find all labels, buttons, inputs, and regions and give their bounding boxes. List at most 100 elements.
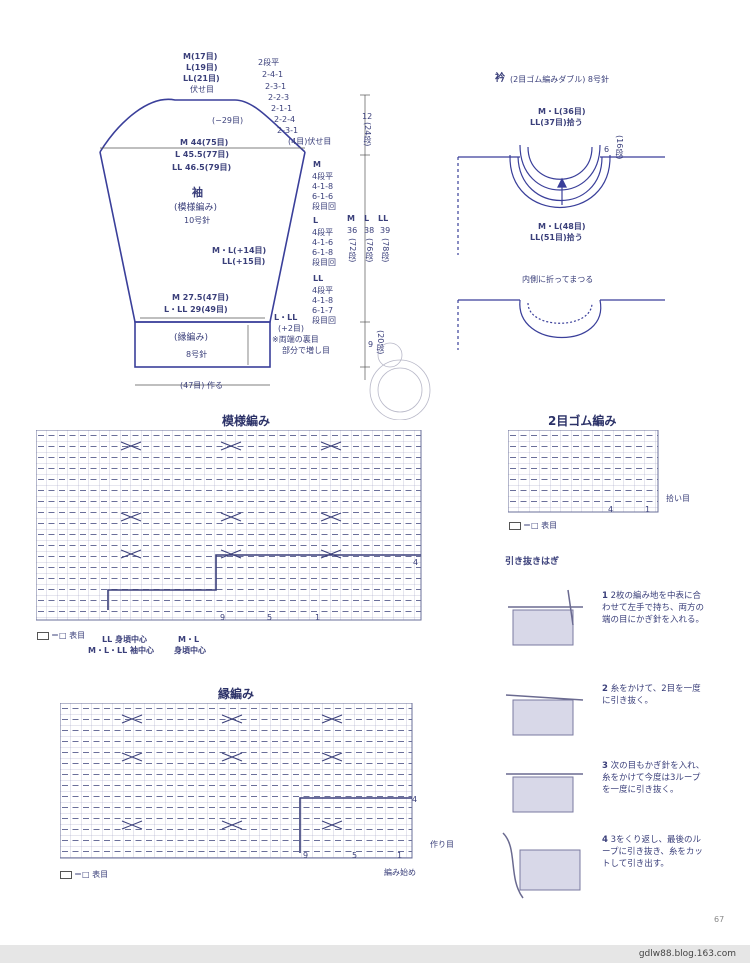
edge-num-1: 1: [397, 851, 403, 860]
edge-start: 編み始め: [384, 868, 416, 877]
hagi-step3-illustration: [506, 773, 583, 813]
pattern-num-5: 5: [267, 613, 273, 622]
cuff-needle: 8号針: [186, 350, 208, 359]
rib-num-4: 4: [608, 505, 614, 514]
collar-top-ll: LL(37目)拾う: [530, 118, 583, 127]
m-step: 4段平: [312, 172, 334, 181]
dec-step: 2-4-1: [262, 70, 284, 79]
collar-height: 6: [604, 145, 610, 154]
edge-legend: ＝□ 表目: [60, 870, 108, 880]
note-plus: (+2目): [278, 324, 305, 333]
inc-ll: LL(+15目): [222, 257, 266, 266]
cuff-label: (縁編み): [174, 333, 209, 343]
rib-chart-title: 2目ゴム編み: [548, 414, 617, 428]
dec-step: 2段平: [258, 58, 280, 67]
hagi-step1-illustration: [508, 589, 583, 646]
edge-num-9: 9: [303, 851, 309, 860]
len-head-m: M: [347, 214, 355, 223]
legend-square-icon: [60, 870, 72, 879]
ll-step: 4段平: [312, 286, 334, 295]
sleeve-title: 袖: [192, 186, 203, 199]
cuff-height-rows: (20段): [376, 330, 385, 355]
pattern-center-ml-a: M・L: [178, 635, 200, 644]
footer-bar: gdlw88.blog.163.com: [0, 945, 750, 963]
cap-height: 12: [362, 112, 373, 121]
hagi-step-1: 1 2枚の編み地を中表に合わせて左手で持ち、両方の端の目にかぎ針を入れる。: [602, 591, 705, 625]
cap-count: (−29目): [212, 116, 244, 125]
sleeve-top-ll: LL(21目): [183, 74, 220, 83]
yarn-ball-decoration: [369, 342, 431, 420]
dec-step: 2-3-1: [277, 126, 299, 135]
hagi-step2-illustration: [505, 694, 584, 736]
collar-height-rows: (16段): [615, 135, 624, 160]
m-step: 4-1-8: [312, 182, 334, 191]
edge-num-5: 5: [352, 851, 358, 860]
sleeve-top-l: L(19目): [186, 63, 218, 72]
ll-step: 4-1-8: [312, 296, 334, 305]
m-label: M: [313, 160, 321, 169]
width-m: M 44(75目): [180, 138, 229, 147]
sleeve-pattern: (模様編み): [174, 203, 218, 213]
sleeve-needle: 10号針: [184, 216, 211, 225]
hagi-step-2: 2 糸をかけて、2目を一度に引き抜く。: [602, 684, 701, 706]
len-head-l: L: [364, 214, 370, 223]
pattern-num-9: 9: [220, 613, 226, 622]
m-step: 6-1-6: [312, 192, 334, 201]
len-rows-ll: (78段): [381, 238, 390, 263]
sleeve-top-m: M(17目): [183, 52, 218, 61]
legend-square-icon: [509, 521, 521, 530]
ll-step: 6-1-7: [312, 306, 334, 315]
collar-top-ml: M・L(36目): [538, 107, 586, 116]
dec-step: 2-2-4: [274, 115, 296, 124]
cuff-outline: [134, 321, 271, 368]
l-label: L: [313, 216, 319, 225]
pattern-num-1: 1: [315, 613, 321, 622]
pattern-legend: ＝□ 表目: [37, 631, 85, 641]
note-ends: ※両端の裏目: [272, 335, 319, 344]
page-number: 67: [714, 915, 725, 924]
rib-legend: ＝□ 表目: [509, 521, 557, 531]
l-step: 段目回: [312, 258, 336, 267]
width-ll: LL 46.5(79目): [172, 163, 232, 172]
dec-step: 2-2-3: [268, 93, 290, 102]
hagi-step-3: 3 次の目もかぎ針を入れ、糸をかけて今度は3ループを一度に引き抜く。: [602, 761, 705, 795]
edge-chart: [60, 703, 413, 859]
pattern-num-4: 4: [413, 558, 419, 567]
ll-label: LL: [313, 274, 324, 283]
cast-on-label: (47目) 作る: [180, 381, 223, 390]
cuff-m: M 27.5(47目): [172, 293, 229, 302]
l-step: 4段平: [312, 228, 334, 237]
hagi-step-4: 4 3をくり返し、最後のループに引き抜き、糸をカットして引き出す。: [602, 835, 703, 869]
dec-step: 2-1-1: [271, 104, 293, 113]
len-val-ll: 39: [380, 226, 391, 235]
sleeve-cap-outline: [99, 98, 306, 153]
len-val-m: 36: [347, 226, 358, 235]
l-step: 6-1-8: [312, 248, 334, 257]
note-lll: L・LL: [274, 313, 298, 322]
sleeve-bindoff: 伏せ目: [190, 85, 214, 94]
watermark: gdlw88.blog.163.com: [638, 949, 736, 959]
rib-chart: [508, 430, 659, 513]
len-rows-l: (76段): [365, 238, 374, 263]
edge-num-4: 4: [412, 795, 418, 804]
cuff-height: 9: [368, 340, 374, 349]
collar-bot-ml: M・L(48目): [538, 222, 586, 231]
width-l: L 45.5(77目): [175, 150, 230, 159]
len-rows-m: (72段): [348, 238, 357, 263]
pattern-center-all: M・L・LL 袖中心: [88, 646, 155, 655]
sleeve-diagram: [99, 94, 431, 420]
len-head-ll: LL: [378, 214, 389, 223]
ll-step: 段目回: [312, 316, 336, 325]
edge-chart-title: 縁編み: [218, 687, 255, 701]
edge-cast: 作り目: [430, 840, 454, 849]
len-val-l: 38: [364, 226, 375, 235]
legend-square-icon: [37, 631, 49, 640]
dec-step: 2-3-1: [265, 82, 287, 91]
pattern-center-ml-b: 身頃中心: [174, 646, 206, 655]
dec-step: (4目)伏せ目: [288, 137, 332, 146]
inc-ml: M・L(+14目): [212, 246, 267, 255]
rib-pickup: 拾い目: [666, 494, 690, 503]
hagi-title: 引き抜きはぎ: [505, 557, 560, 567]
rib-num-1: 1: [645, 505, 651, 514]
pattern-center-ll: LL 身頃中心: [102, 635, 147, 644]
